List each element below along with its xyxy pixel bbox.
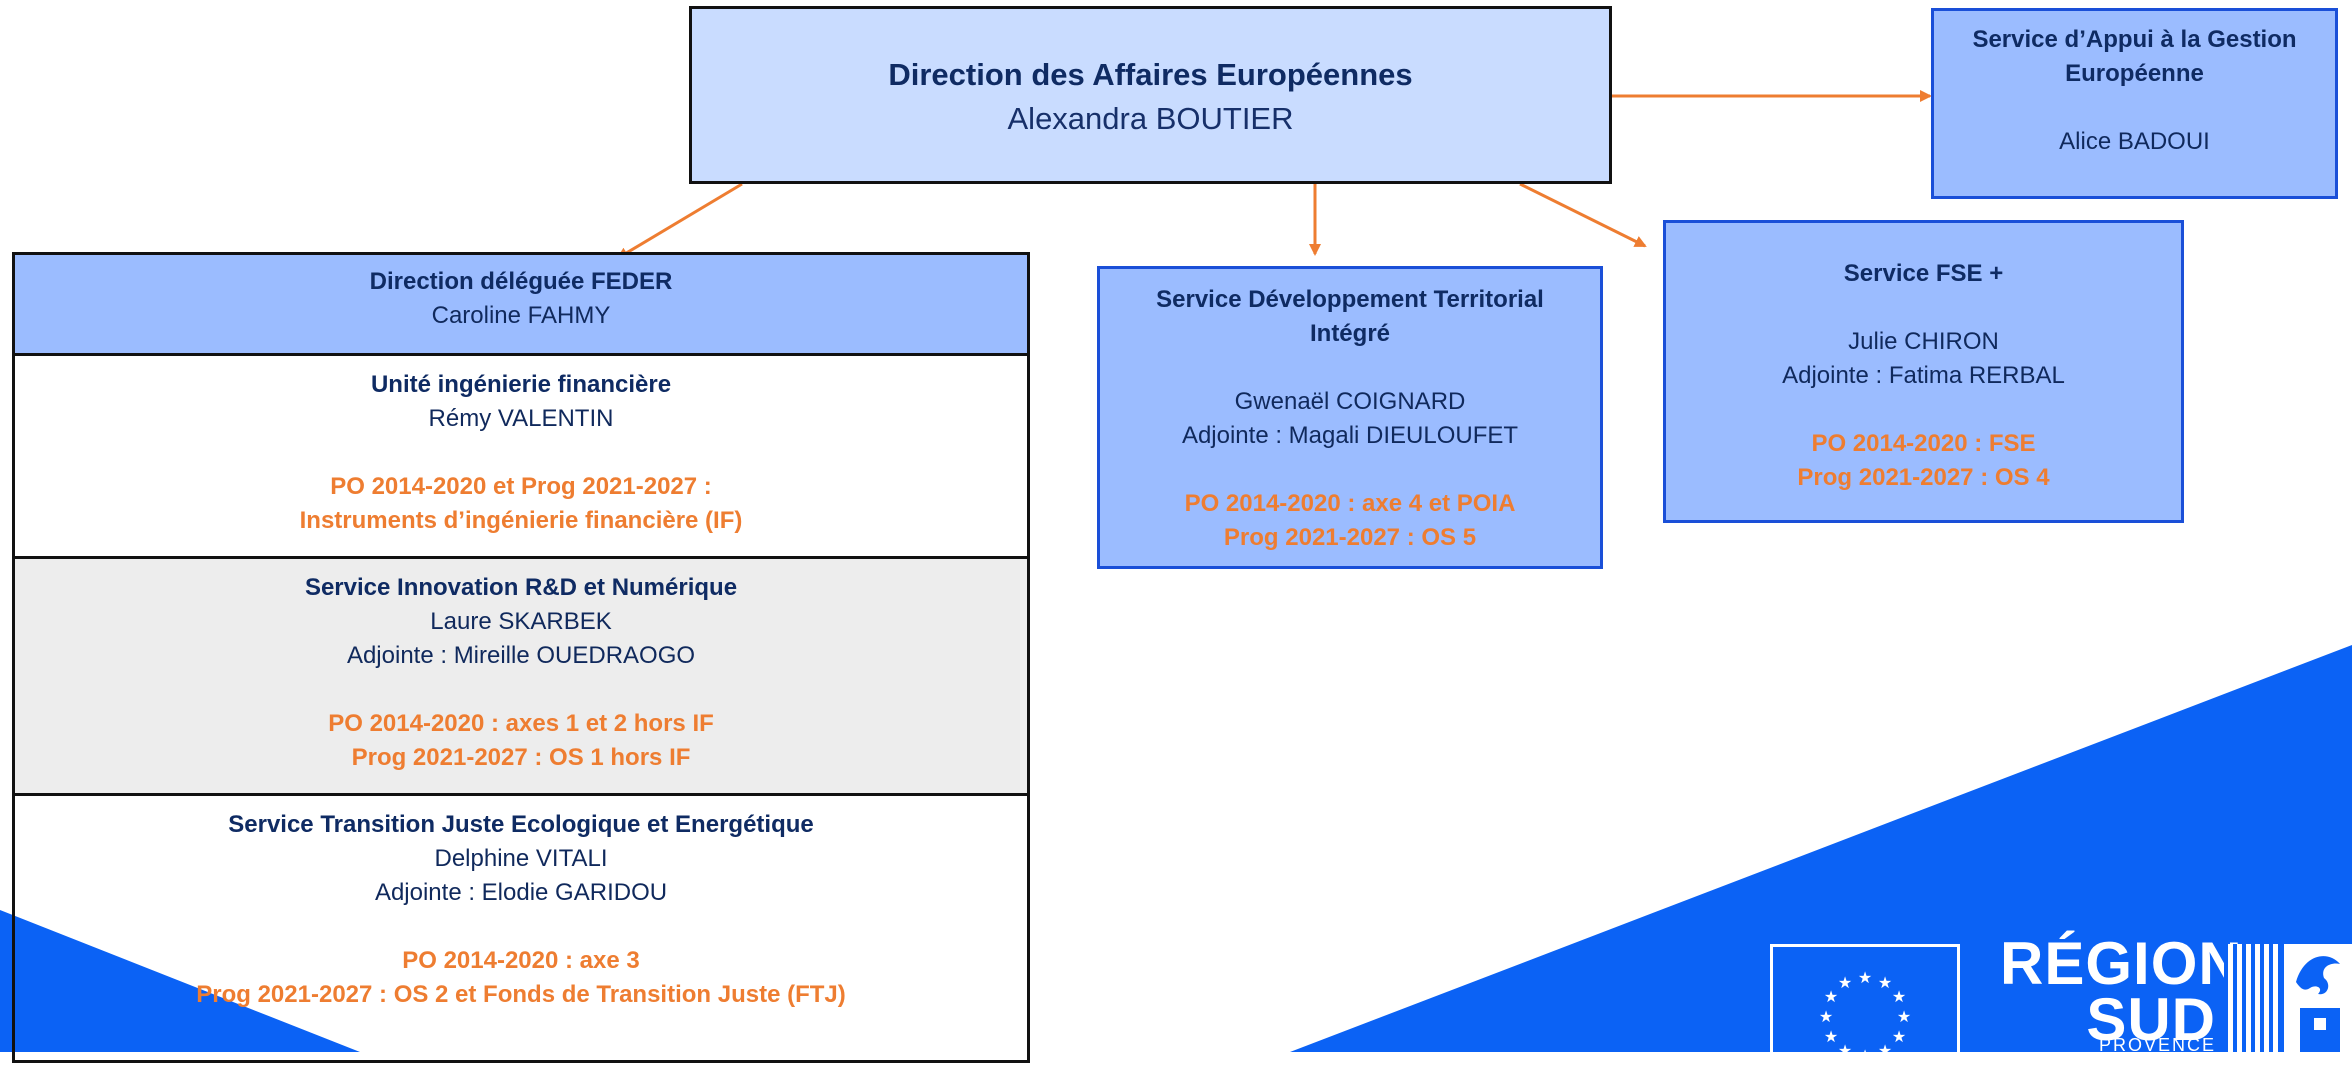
transition-deputy: Adjointe : Elodie GARIDOU xyxy=(374,879,668,906)
fse-title: Service FSE + xyxy=(1843,260,2004,287)
unite-if-box: Unité ingénierie financière Rémy VALENTI… xyxy=(12,353,1030,559)
dti-box: Service Développement Territorial Intégr… xyxy=(1097,266,1603,569)
transition-prog1: PO 2014-2020 : axe 3 xyxy=(402,947,640,974)
innovation-name: Laure SKARBEK xyxy=(430,608,612,635)
svg-text:★: ★ xyxy=(1878,1041,1892,1060)
transition-prog2: Prog 2021-2027 : OS 2 et Fonds de Transi… xyxy=(196,981,846,1008)
svg-text:★: ★ xyxy=(1892,987,1906,1006)
svg-text:★: ★ xyxy=(1838,973,1852,992)
bottom-left-wedge xyxy=(0,910,360,1052)
connector-arrows xyxy=(616,90,1932,260)
svg-text:★: ★ xyxy=(1892,1027,1906,1046)
unite-if-prog2: Instruments d’ingénierie financière (IF) xyxy=(299,507,743,534)
fse-prog2: Prog 2021-2027 : OS 4 xyxy=(1797,464,2050,491)
bottom-right-wedge xyxy=(1290,645,2352,1052)
region-sud-logo: RÉGION SUD xyxy=(2000,930,2243,1053)
innovation-title: Service Innovation R&D et Numérique xyxy=(304,574,738,601)
region-logo-line1: RÉGION xyxy=(2000,930,2243,997)
svg-text:★: ★ xyxy=(1878,973,1892,992)
svg-text:★: ★ xyxy=(1824,1027,1838,1046)
transition-box: Service Transition Juste Ecologique et E… xyxy=(12,793,1030,1063)
provence-flag-icon xyxy=(2224,944,2352,1052)
innovation-box: Service Innovation R&D et Numérique Laur… xyxy=(12,556,1030,796)
feder-title: Direction déléguée FEDER xyxy=(369,268,673,295)
unite-if-name: Rémy VALENTIN xyxy=(428,405,614,432)
region-logo-line2: SUD xyxy=(2086,986,2216,1053)
dti-deputy: Adjointe : Magali DIEULOUFET xyxy=(1181,422,1519,449)
unite-if-title: Unité ingénierie financière xyxy=(370,371,672,398)
svg-text:★: ★ xyxy=(1897,1007,1911,1026)
svg-text:★: ★ xyxy=(1838,1041,1852,1060)
innovation-prog2: Prog 2021-2027 : OS 1 hors IF xyxy=(351,744,691,771)
direction-box: Direction des Affaires Européennes Alexa… xyxy=(689,6,1612,184)
appui-title: Service d’Appui à la Gestion Européenne xyxy=(1972,26,2297,87)
eu-flag-logo: ★ ★ ★ ★ ★ ★ ★ ★ ★ ★ ★ ★ xyxy=(1770,944,1960,1074)
dti-prog2: Prog 2021-2027 : OS 5 xyxy=(1223,524,1477,551)
svg-text:★: ★ xyxy=(1858,1046,1872,1065)
appui-box: Service d’Appui à la Gestion Européenne … xyxy=(1931,8,2338,199)
dolphin-shape xyxy=(2296,956,2340,995)
arrow-to-fse xyxy=(1519,182,1647,248)
fse-prog1: PO 2014-2020 : FSE xyxy=(1811,430,2036,457)
direction-name: Alexandra BOUTIER xyxy=(1007,101,1294,136)
region-logo-line3: PROVENCE xyxy=(2098,1035,2216,1055)
appui-name: Alice BADOUI xyxy=(2059,128,2210,155)
fse-name: Julie CHIRON xyxy=(1848,328,1999,355)
dti-prog1: PO 2014-2020 : axe 4 et POIA xyxy=(1184,490,1516,517)
innovation-prog1: PO 2014-2020 : axes 1 et 2 hors IF xyxy=(328,710,714,737)
fse-deputy: Adjointe : Fatima RERBAL xyxy=(1782,362,2065,389)
feder-name: Caroline FAHMY xyxy=(431,302,611,329)
background-decor xyxy=(0,645,2352,1052)
direction-title: Direction des Affaires Européennes xyxy=(888,57,1413,92)
svg-text:★: ★ xyxy=(1824,987,1838,1006)
dti-name: Gwenaël COIGNARD xyxy=(1234,388,1466,415)
eu-stars-icon: ★ ★ ★ ★ ★ ★ ★ ★ ★ ★ ★ ★ xyxy=(1819,968,1911,1065)
svg-text:★: ★ xyxy=(1858,968,1872,987)
fse-box: Service FSE + Julie CHIRON Adjointe : Fa… xyxy=(1663,220,2184,523)
arrow-to-feder xyxy=(616,182,743,260)
feder-box: Direction déléguée FEDER Caroline FAHMY xyxy=(12,252,1030,356)
innovation-deputy: Adjointe : Mireille OUEDRAOGO xyxy=(346,642,696,669)
unite-if-prog1: PO 2014-2020 et Prog 2021-2027 : xyxy=(330,473,712,500)
transition-title: Service Transition Juste Ecologique et E… xyxy=(228,811,814,838)
dti-title: Service Développement Territorial Intégr… xyxy=(1156,286,1544,347)
transition-name: Delphine VITALI xyxy=(434,845,608,872)
svg-text:★: ★ xyxy=(1819,1007,1833,1026)
